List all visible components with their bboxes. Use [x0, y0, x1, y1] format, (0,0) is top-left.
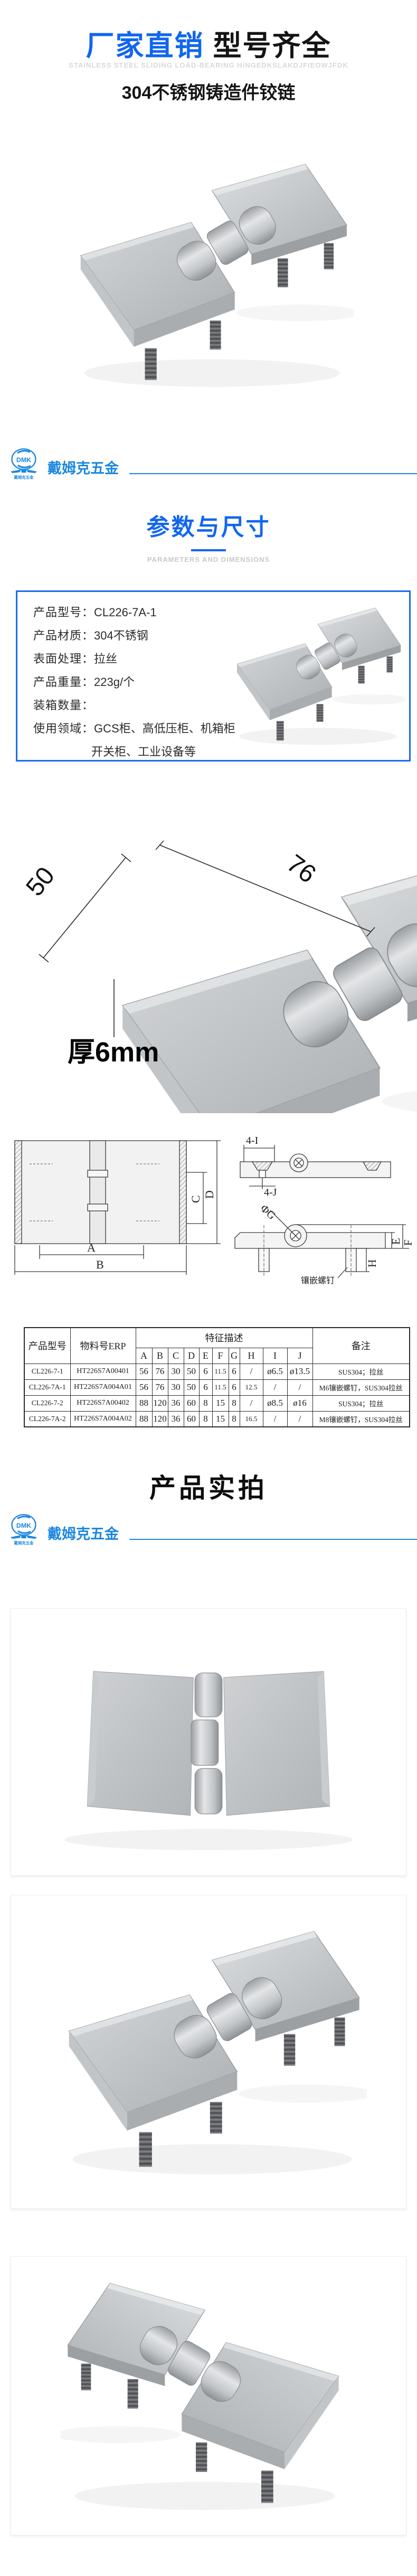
- brand-name: 戴姆克五金: [48, 460, 119, 476]
- hero-product-image: [63, 142, 354, 408]
- parameter-product-image: [224, 599, 407, 753]
- param-row-packing: 装箱数量：: [33, 699, 94, 712]
- parameter-box: 产品型号：CL226-7A-1 产品材质：304不锈钢 表面处理：拉丝 产品重量…: [16, 590, 411, 761]
- section-title-parameters: 参数与尺寸: [146, 514, 271, 540]
- product-photo-flat: [11, 1608, 406, 1876]
- brand-divider-line: [129, 473, 417, 474]
- dim-label-4j: 4-J: [264, 1187, 277, 1198]
- page-title-rest: 型号齐全: [204, 30, 331, 62]
- spec-col-note: 备注: [312, 1327, 410, 1364]
- product-photo-angle-2-image: [61, 2269, 356, 2523]
- spec-row-3: CL226-7-2 HT226S7A00402 88 120 36 60 8 1…: [24, 1395, 410, 1412]
- front-view-drawing: [14, 1140, 221, 1275]
- side-view-drawing: [234, 1210, 409, 1278]
- thickness-label: 厚6mm: [68, 1037, 159, 1068]
- dim-label-b: B: [96, 1258, 104, 1271]
- spec-row-4: CL226-7A-2 HT226S7A004A02 88 120 36 60 8…: [24, 1411, 410, 1427]
- dim-label-h: H: [366, 1259, 378, 1267]
- brand-name: 戴姆克五金: [48, 1526, 119, 1542]
- dmk-logo-icon: [7, 446, 40, 482]
- product-photo-angle-1-image: [50, 1912, 367, 2192]
- dim-label-e: E: [390, 1238, 402, 1245]
- dim-label-f: F: [402, 1239, 414, 1246]
- param-row-usage-2: 开关柜、工业设备等: [91, 745, 196, 758]
- spec-row-1: CL226-7-1 HT226S7A00401 56 76 30 50 6 11…: [24, 1363, 410, 1380]
- product-photo-flat-image: [45, 1624, 372, 1859]
- page-title-highlight: 厂家直销: [86, 30, 204, 62]
- spec-row-2: CL226-7A-1 HT226S7A004A01 56 76 30 50 6 …: [24, 1379, 410, 1396]
- technical-drawings: A B C D 4-I 4-J: [14, 1135, 414, 1285]
- brand-bar-2: 戴姆克五金: [7, 1510, 417, 1547]
- dim-label-phi-g: ΦG: [258, 1202, 279, 1222]
- dimension-line-width: [155, 840, 375, 937]
- page-subtitle: 304不锈钢铸造件铰链: [121, 83, 296, 103]
- dim-label-a: A: [87, 1241, 96, 1254]
- brand-bar: 戴姆克五金: [7, 445, 417, 482]
- param-row-usage: 使用领域：GCS柜、高低压柜、机箱柜: [33, 722, 235, 735]
- dimension-label-depth: 50: [21, 862, 60, 901]
- dmk-logo-icon: [7, 1511, 40, 1547]
- param-row-surface: 表面处理：拉丝: [33, 652, 118, 665]
- spec-col-erp: 物料号ERP: [70, 1327, 136, 1364]
- dimension-line-depth: [39, 853, 131, 963]
- dim-label-d: D: [203, 1190, 216, 1199]
- product-photo-angle-2: [11, 2256, 406, 2535]
- spec-table: 产品型号 物料号ERP 特征描述 备注 A B C D E F G H I J …: [24, 1327, 411, 1427]
- section-title-photos: 产品实拍: [149, 1473, 268, 1503]
- page-title: 厂家直销 型号齐全: [0, 22, 417, 64]
- param-row-weight: 产品重量：223g/个: [33, 675, 135, 689]
- dimension-figure: 50 76 厚6mm: [21, 840, 417, 1113]
- section-title-underline: [191, 549, 226, 551]
- dim-label-c: C: [189, 1195, 202, 1203]
- param-row-material: 产品材质：304不锈钢: [33, 629, 148, 642]
- param-row-model: 产品型号：CL226-7A-1: [33, 606, 157, 619]
- dimension-label-width: 76: [281, 849, 321, 888]
- page-subtitle-en: STAINLESS STEEL SLIDING LOAD-BEARING HIN…: [69, 61, 348, 69]
- drawing-note: 镶嵌螺钉: [301, 1275, 335, 1285]
- spec-subheader-row: A B C D E F G H I J: [24, 1347, 410, 1364]
- section-subtitle-en: PARAMETERS AND DIMENSIONS: [147, 556, 270, 563]
- spec-col-features: 特征描述: [135, 1327, 313, 1348]
- top-view-drawing: [240, 1145, 391, 1189]
- dim-label-4i: 4-I: [246, 1135, 258, 1146]
- product-photo-angle-1: [11, 1895, 406, 2209]
- spec-col-model: 产品型号: [24, 1327, 71, 1364]
- brand-divider-line: [129, 1539, 417, 1540]
